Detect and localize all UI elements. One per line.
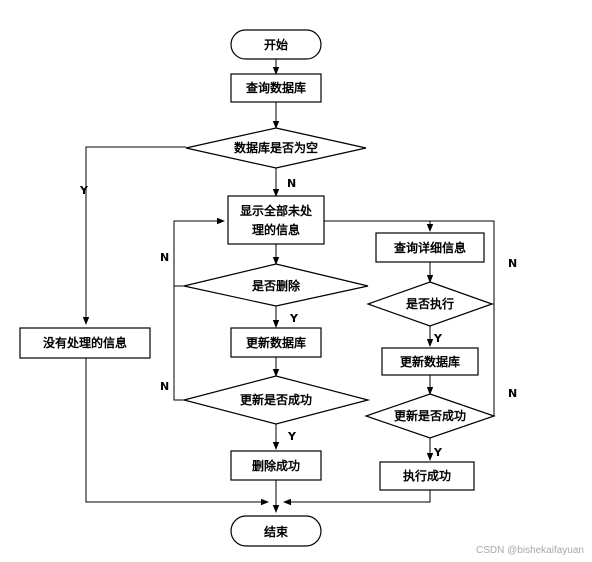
edge-label-update-right-no: N bbox=[508, 387, 517, 400]
arrow-update-no-loop bbox=[173, 286, 184, 401]
edge-label-execute-no: N bbox=[508, 257, 517, 270]
arrow-execute-done-to-end bbox=[283, 490, 431, 506]
arrow-delete-no-loop bbox=[173, 217, 225, 287]
query-detail-label: 查询详细信息 bbox=[393, 240, 466, 255]
no-pending-node: 没有处理的信息 bbox=[19, 327, 151, 359]
edge-label-update-left-yes: Y bbox=[287, 430, 297, 443]
update-db-right-label: 更新数据库 bbox=[400, 354, 460, 369]
is-execute-decision: 是否执行 bbox=[366, 281, 494, 327]
edge-label-empty-yes: Y bbox=[79, 184, 89, 197]
db-empty-decision: 数据库是否为空 bbox=[185, 127, 367, 169]
update-db-right-node: 更新数据库 bbox=[381, 347, 479, 376]
start-label: 开始 bbox=[264, 37, 288, 52]
delete-success-label: 删除成功 bbox=[252, 458, 300, 473]
no-pending-label: 没有处理的信息 bbox=[43, 335, 127, 350]
update-ok-left-label: 更新是否成功 bbox=[240, 392, 312, 407]
query-db-label: 查询数据库 bbox=[245, 80, 306, 95]
start-node: 开始 bbox=[230, 29, 322, 60]
edge-label-delete-no: N bbox=[160, 251, 169, 264]
show-all-label-line1: 显示全部未处 bbox=[240, 203, 313, 218]
db-empty-label: 数据库是否为空 bbox=[234, 140, 318, 155]
show-all-label-line2: 理的信息 bbox=[252, 222, 300, 237]
delete-success-node: 删除成功 bbox=[230, 450, 322, 481]
arrow-check-to-no-pending bbox=[82, 146, 186, 325]
arrow-no-pending-to-end bbox=[85, 358, 269, 506]
edge-labels: Y N N Y N Y N Y N Y bbox=[79, 177, 517, 459]
edge-label-execute-yes: Y bbox=[433, 332, 443, 345]
is-delete-decision: 是否删除 bbox=[183, 263, 369, 307]
is-delete-label: 是否删除 bbox=[251, 278, 301, 293]
edge-label-update-right-yes: Y bbox=[433, 446, 443, 459]
execute-success-node: 执行成功 bbox=[379, 461, 475, 491]
connectors bbox=[82, 59, 495, 513]
update-ok-right-label: 更新是否成功 bbox=[394, 408, 466, 423]
query-detail-node: 查询详细信息 bbox=[375, 232, 485, 263]
update-db-left-node: 更新数据库 bbox=[230, 327, 322, 358]
edge-label-update-left-no: N bbox=[160, 380, 169, 393]
end-label: 结束 bbox=[264, 524, 289, 539]
is-execute-label: 是否执行 bbox=[405, 296, 454, 311]
edge-label-delete-yes: Y bbox=[289, 312, 299, 325]
arrow-show-to-detail bbox=[324, 220, 434, 232]
update-ok-left-decision: 更新是否成功 bbox=[181, 375, 371, 425]
update-ok-right-decision: 更新是否成功 bbox=[364, 393, 496, 439]
edge-label-empty-no: N bbox=[287, 177, 296, 190]
show-all-node: 显示全部未处 理的信息 bbox=[227, 195, 325, 245]
execute-success-label: 执行成功 bbox=[403, 468, 451, 483]
end-node: 结束 bbox=[230, 515, 322, 547]
query-db-node: 查询数据库 bbox=[230, 73, 322, 103]
watermark-text: CSDN @bishekaifayuan bbox=[476, 545, 584, 556]
update-db-left-label: 更新数据库 bbox=[246, 335, 306, 350]
